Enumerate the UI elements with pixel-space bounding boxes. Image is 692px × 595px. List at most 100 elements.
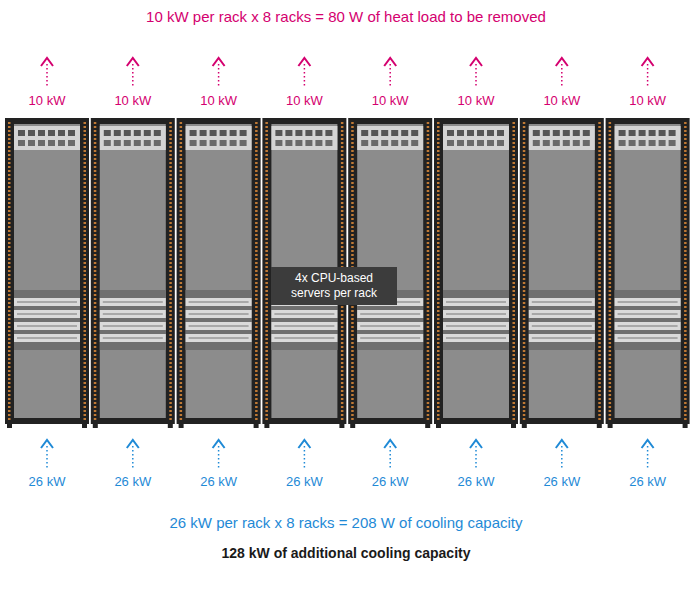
rack-part	[598, 166, 601, 168]
rack-part	[169, 282, 172, 284]
rack-part	[265, 374, 268, 376]
rack-part	[255, 310, 258, 312]
rack-part	[255, 250, 258, 252]
rack-part	[94, 338, 97, 340]
rack-part	[84, 354, 87, 356]
rack-part	[255, 138, 258, 140]
rack-part	[94, 222, 97, 224]
rack-part	[341, 414, 344, 416]
rack-part	[94, 142, 97, 144]
rack-part	[351, 202, 354, 204]
rack-part	[523, 326, 526, 328]
rack-part	[609, 378, 612, 380]
rack-part	[169, 190, 172, 192]
rack-part	[8, 246, 11, 248]
rack-part	[84, 266, 87, 268]
rack-part	[684, 310, 687, 312]
rack-part	[169, 274, 172, 276]
rack-part	[351, 210, 354, 212]
rack-part	[265, 262, 268, 264]
rack-part	[341, 146, 344, 148]
rack-part	[265, 358, 268, 360]
rack-part	[341, 370, 344, 372]
rack-part	[523, 190, 526, 192]
rack-part	[265, 222, 268, 224]
rack-part	[180, 314, 183, 316]
rack-part	[427, 254, 430, 256]
rack-part	[94, 310, 97, 312]
rack-part	[573, 140, 580, 146]
rack-part	[609, 190, 612, 192]
rack-part	[513, 338, 516, 340]
rack-part	[274, 338, 334, 339]
rack-part	[341, 190, 344, 192]
rack-part	[437, 226, 440, 228]
rack-part	[68, 140, 75, 146]
rack-part	[523, 294, 526, 296]
rack-part	[255, 174, 258, 176]
rack-part	[265, 182, 268, 184]
rack-part	[609, 410, 612, 412]
rack-part	[598, 206, 601, 208]
rack-part	[94, 266, 97, 268]
rack-part	[94, 218, 97, 220]
rack-part	[437, 202, 440, 204]
rack-part	[84, 314, 87, 316]
rack-part	[325, 140, 332, 146]
rack-part	[5, 118, 89, 424]
rack-part	[100, 290, 166, 350]
rack-part	[427, 334, 430, 336]
cooling-value: 26 kW	[543, 474, 580, 490]
rack-part	[513, 186, 516, 188]
server-rack	[91, 118, 175, 428]
rack-part	[434, 118, 518, 424]
rack-part	[543, 140, 550, 146]
rack-part	[583, 130, 590, 136]
rack-part	[532, 302, 592, 303]
rack-part	[351, 342, 354, 344]
rack-part	[84, 150, 87, 152]
rack-part	[598, 158, 601, 160]
rack-part	[437, 342, 440, 344]
rack-part	[180, 270, 183, 272]
rack-part	[84, 402, 87, 404]
rack-part	[446, 326, 506, 327]
rack-part	[255, 186, 258, 188]
rack-part	[427, 142, 430, 144]
rack-part	[609, 382, 612, 384]
rack-part	[265, 162, 268, 164]
rack-part	[437, 318, 440, 320]
rack-part	[684, 238, 687, 240]
rack-part	[598, 318, 601, 320]
rack-part	[437, 198, 440, 200]
rack-part	[598, 222, 601, 224]
rack-part	[513, 150, 516, 152]
rack-part	[437, 390, 440, 392]
rack-part	[523, 378, 526, 380]
rack-part	[8, 354, 11, 356]
rack-part	[180, 346, 183, 348]
rack-part	[169, 262, 172, 264]
rack-part	[341, 402, 344, 404]
rack-part	[351, 318, 354, 320]
rack-part	[629, 130, 636, 136]
rack-part	[265, 406, 268, 408]
rack-part	[609, 170, 612, 172]
rack-part	[341, 134, 344, 136]
rack-part	[513, 246, 516, 248]
rack-part	[523, 146, 526, 148]
rack-part	[94, 242, 97, 244]
rack-part	[94, 354, 97, 356]
rack-part	[598, 346, 601, 348]
rack-part	[427, 370, 430, 372]
rack-part	[265, 334, 268, 336]
rack-part	[180, 230, 183, 232]
rack-part	[529, 126, 595, 150]
rack-part	[94, 418, 97, 420]
rack-part	[523, 170, 526, 172]
rack-part	[84, 286, 87, 288]
rack-part	[598, 358, 601, 360]
rack-part	[401, 130, 408, 136]
rack-part	[255, 214, 258, 216]
rack-part	[8, 358, 11, 360]
